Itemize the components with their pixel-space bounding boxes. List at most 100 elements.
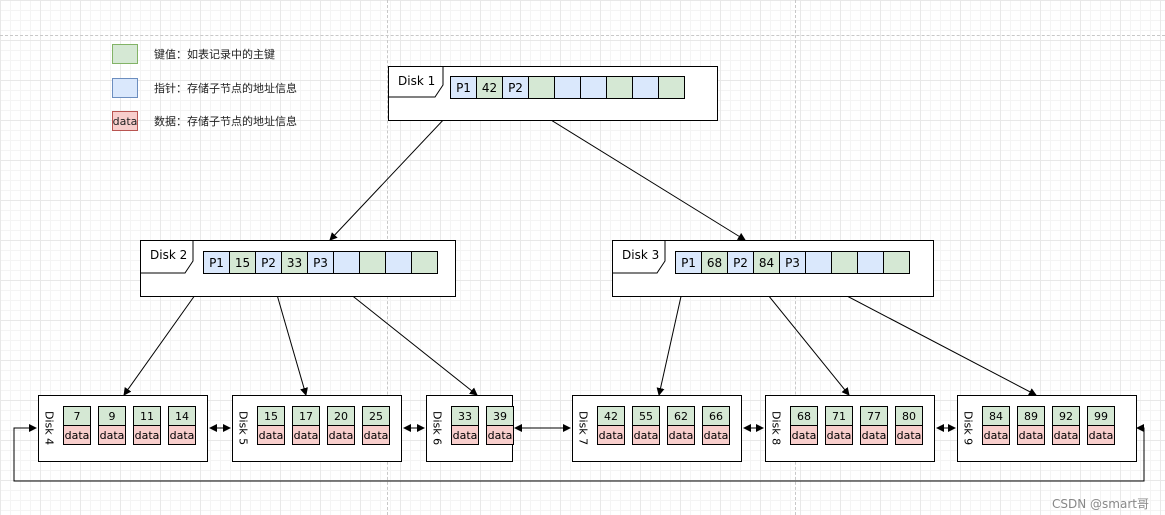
node-label-tab	[612, 240, 666, 274]
leaf-data: data	[667, 425, 695, 445]
leaf-data: data	[825, 425, 853, 445]
leaf-key: 89	[1017, 406, 1045, 426]
leaf-key: 25	[362, 406, 390, 426]
pointer-cell	[857, 251, 884, 274]
node-label: Disk 1	[398, 74, 436, 88]
pointer-cell: P1	[450, 76, 477, 99]
leaf-data: data	[168, 425, 196, 445]
leaf-key: 62	[667, 406, 695, 426]
leaf-key: 9	[98, 406, 126, 426]
key-cell: 42	[476, 76, 503, 99]
leaf-data: data	[790, 425, 818, 445]
leaf-data: data	[860, 425, 888, 445]
leaf-key: 33	[451, 406, 479, 426]
pointer-cell	[632, 76, 659, 99]
pointer-cell	[805, 251, 832, 274]
leaf-label: Disk 9	[961, 410, 975, 446]
pointer-cell: P3	[307, 251, 334, 274]
pointer-cell: P1	[675, 251, 702, 274]
leaf-key: 15	[257, 406, 285, 426]
leaf-data: data	[1087, 425, 1115, 445]
leaf-key: 39	[486, 406, 514, 426]
key-cell	[411, 251, 438, 274]
leaf-data: data	[486, 425, 514, 445]
leaf-data: data	[362, 425, 390, 445]
leaf-data: data	[982, 425, 1010, 445]
key-cell: 15	[229, 251, 256, 274]
leaf-label: Disk 4	[42, 410, 56, 446]
leaf-key: 20	[327, 406, 355, 426]
leaf-data: data	[257, 425, 285, 445]
leaf-key: 14	[168, 406, 196, 426]
leaf-data: data	[1017, 425, 1045, 445]
legend-pointer: 指针：存储子节点的地址信息	[112, 77, 297, 99]
pointer-cell	[385, 251, 412, 274]
key-cell: 33	[281, 251, 308, 274]
leaf-data: data	[133, 425, 161, 445]
pointer-arrow	[329, 98, 464, 241]
node-label: Disk 3	[622, 248, 660, 262]
key-cell: 68	[701, 251, 728, 274]
leaf-key: 66	[702, 406, 730, 426]
key-cell	[658, 76, 685, 99]
pointer-arrow	[516, 98, 746, 241]
node-label-tab	[388, 66, 444, 98]
leaf-key: 68	[790, 406, 818, 426]
leaf-label: Disk 7	[576, 410, 590, 446]
legend-key: 键值：如表记录中的主键	[112, 43, 275, 65]
leaf-key: 7	[63, 406, 91, 426]
leaf-data: data	[451, 425, 479, 445]
pointer-cell: P3	[779, 251, 806, 274]
pointer-cell: P1	[203, 251, 230, 274]
leaf-key: 84	[982, 406, 1010, 426]
leaf-data: data	[292, 425, 320, 445]
pointer-cell: P2	[502, 76, 529, 99]
legend-swatch-data: data	[112, 111, 138, 131]
leaf-key: 17	[292, 406, 320, 426]
leaf-data: data	[1052, 425, 1080, 445]
legend-swatch-pointer	[112, 78, 138, 98]
circular-link	[13, 424, 1145, 482]
leaf-key: 71	[825, 406, 853, 426]
leaf-key: 42	[597, 406, 625, 426]
leaf-data: data	[895, 425, 923, 445]
leaf-key: 99	[1087, 406, 1115, 426]
leaf-data: data	[98, 425, 126, 445]
pointer-cell: P2	[255, 251, 282, 274]
leaf-data: data	[63, 425, 91, 445]
leaf-key: 77	[860, 406, 888, 426]
key-cell	[359, 251, 386, 274]
leaf-label: Disk 5	[236, 410, 250, 446]
key-cell	[528, 76, 555, 99]
node-label-tab	[140, 240, 194, 274]
guide-line	[0, 35, 1165, 36]
legend-text-data: 数据：存储子节点的地址信息	[154, 115, 297, 128]
leaf-key: 80	[895, 406, 923, 426]
